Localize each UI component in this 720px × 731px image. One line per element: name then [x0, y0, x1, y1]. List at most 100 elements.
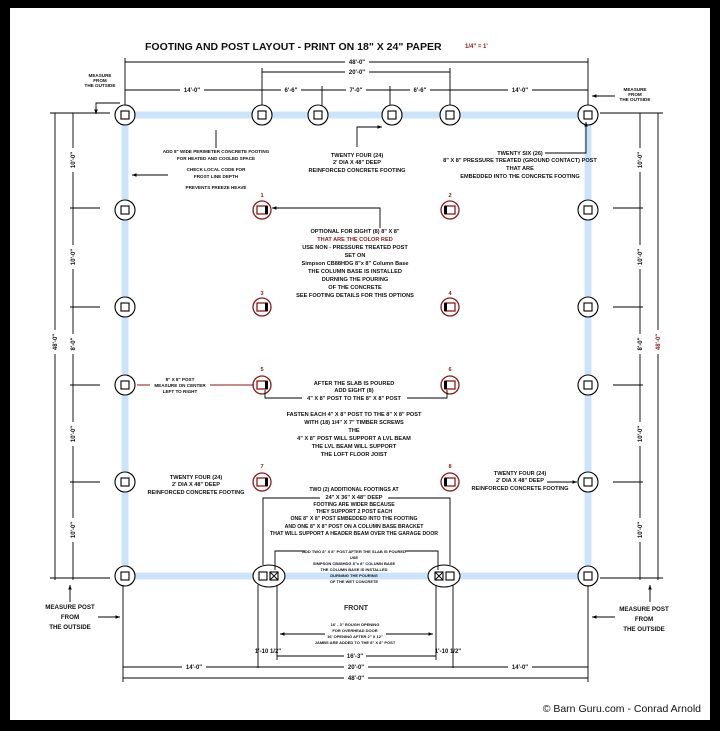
- svg-text:10'-0": 10'-0": [71, 426, 77, 442]
- svg-text:THAT ARE: THAT ARE: [506, 166, 534, 172]
- svg-text:TWENTY FOUR (24): TWENTY FOUR (24): [331, 153, 384, 159]
- post-footing: [577, 374, 599, 396]
- svg-text:FROM: FROM: [61, 614, 79, 621]
- svg-text:16' - 3" ROUGH OPENING: 16' - 3" ROUGH OPENING: [331, 622, 380, 627]
- svg-text:SEE FOOTING DETAILS FOR THIS O: SEE FOOTING DETAILS FOR THIS OPTIONS: [296, 293, 414, 299]
- dim-top-seg: 14'-0": [184, 88, 200, 94]
- svg-text:4" X 8" POST TO THE 8" X 8" PO: 4" X 8" POST TO THE 8" X 8" POST: [307, 396, 401, 402]
- front-label: FRONT: [344, 605, 369, 612]
- add-two-posts-note: ADD TWO 8" X 8" POST AFTER THE SLAB IS P…: [274, 549, 439, 584]
- svg-text:FROM: FROM: [635, 616, 653, 623]
- svg-text:20'-0": 20'-0": [348, 665, 364, 671]
- garage-footing-right: [427, 564, 461, 588]
- dim-right-overall: 48'-0": [656, 334, 662, 350]
- left-dimensions: 48'-0" 10'-0" 10'-0" 8'-0" 10'-0" 10'-0": [50, 112, 110, 580]
- svg-text:2' DIA X 48" DEEP: 2' DIA X 48" DEEP: [172, 482, 220, 488]
- svg-text:6: 6: [448, 367, 451, 373]
- svg-text:16'-3": 16'-3": [347, 654, 363, 660]
- svg-text:8" X 8" POST: 8" X 8" POST: [166, 377, 195, 382]
- svg-text:10'-0": 10'-0": [638, 249, 644, 265]
- svg-text:8'-0": 8'-0": [71, 337, 77, 350]
- svg-text:LEFT TO RIGHT: LEFT TO RIGHT: [163, 389, 198, 394]
- svg-text:10'-0": 10'-0": [638, 426, 644, 442]
- svg-text:REINFORCED CONCRETE FOOTING: REINFORCED CONCRETE FOOTING: [472, 486, 569, 492]
- svg-text:24" X 36" X 48" DEEP: 24" X 36" X 48" DEEP: [325, 495, 382, 501]
- post-footing: [114, 199, 136, 221]
- svg-text:OF THE WET CONCRETE: OF THE WET CONCRETE: [330, 579, 379, 584]
- svg-text:PREVENTS FREEZE HEAVE: PREVENTS FREEZE HEAVE: [186, 185, 247, 190]
- post-footing: [577, 471, 599, 493]
- post-footing: [381, 104, 403, 126]
- svg-text:SET ON: SET ON: [345, 253, 366, 259]
- right-dimensions: 48'-0" 10'-0" 10'-0" 8'-0" 10'-0" 10'-0": [600, 112, 663, 580]
- dim-top-seg: 14'-0": [512, 88, 528, 94]
- svg-text:2' DIA X 48" DEEP: 2' DIA X 48" DEEP: [333, 160, 381, 166]
- perimeter-posts: [114, 104, 599, 588]
- svg-text:TWENTY SIX (26): TWENTY SIX (26): [497, 151, 543, 157]
- svg-text:ONE 8" X 8" POST EMBEDDED INTO: ONE 8" X 8" POST EMBEDDED INTO THE FOOTI…: [290, 516, 417, 522]
- svg-text:10'-0": 10'-0": [638, 152, 644, 168]
- post-footing: [577, 296, 599, 318]
- top-dimensions: 48'-0" 20'-0" 14'-0" 6'-6" 7'-0" 6'-6" 1…: [124, 58, 589, 106]
- svg-text:ADD TWO 8" X 8" POST AFTER THE: ADD TWO 8" X 8" POST AFTER THE SLAB IS P…: [302, 549, 406, 554]
- dim-top-center: 20'-0": [349, 70, 365, 76]
- fasten-note: FASTEN EACH 4" X 8" POST TO THE 8" X 8" …: [287, 412, 422, 458]
- svg-text:TWO (2) ADDITIONAL FOOTINGS AT: TWO (2) ADDITIONAL FOOTINGS AT: [309, 487, 399, 493]
- svg-text:THE OUTSIDE: THE OUTSIDE: [85, 83, 116, 88]
- dim-top-seg: 6'-6": [285, 88, 298, 94]
- post-footing: [577, 104, 599, 126]
- red-post-3: 3: [252, 291, 272, 317]
- measure-center-note: 8" X 8" POST MEASURE ON CENTER LEFT TO R…: [137, 377, 254, 394]
- measure-post-note-left: MEASURE POST FROM THE OUTSIDE: [45, 585, 120, 631]
- svg-text:10'-0": 10'-0": [71, 152, 77, 168]
- bottom-dimensions: 1'-10 1/2" 1'-10 1/2" 16'-3" 14'-0" 20'-…: [122, 585, 589, 682]
- footing-note-left: TWENTY FOUR (24) 2' DIA X 48" DEEP REINF…: [148, 475, 245, 496]
- svg-text:1: 1: [260, 193, 263, 199]
- red-post-5: 5: [252, 367, 272, 395]
- svg-text:JAMBS ARE ADDED TO THE 8" X 8": JAMBS ARE ADDED TO THE 8" X 8" POST: [315, 640, 396, 645]
- svg-text:AND ONE 8" X 8" POST ON A COLU: AND ONE 8" X 8" POST ON A COLUMN BASE BR…: [285, 524, 425, 530]
- svg-text:FROM: FROM: [628, 92, 642, 97]
- red-post-1: 1: [252, 193, 272, 220]
- svg-text:MEASURE ON CENTER: MEASURE ON CENTER: [154, 383, 206, 388]
- svg-text:FOR HEATED AND COOLED SPACE: FOR HEATED AND COOLED SPACE: [177, 156, 255, 161]
- red-post-6: 6: [440, 367, 460, 395]
- svg-text:THAT ARE THE COLOR RED: THAT ARE THE COLOR RED: [317, 237, 393, 243]
- post-footing: [114, 104, 136, 126]
- svg-text:REINFORCED CONCRETE FOOTING: REINFORCED CONCRETE FOOTING: [309, 168, 406, 174]
- svg-text:8'-0": 8'-0": [638, 337, 644, 350]
- rough-opening-note: 16' - 3" ROUGH OPENING FOR OVERHEAD DOOR…: [280, 622, 433, 645]
- svg-text:THE OUTSIDE: THE OUTSIDE: [620, 97, 651, 102]
- svg-text:CHECK LOCAL CODE FOR: CHECK LOCAL CODE FOR: [187, 167, 247, 172]
- svg-text:14'-0": 14'-0": [186, 665, 202, 671]
- garage-footing-left: [252, 564, 286, 588]
- svg-text:5: 5: [260, 367, 263, 373]
- svg-text:THE LVL BEAM WILL SUPPORT: THE LVL BEAM WILL SUPPORT: [312, 444, 397, 450]
- measure-post-note-right: MEASURE POST FROM THE OUTSIDE: [592, 585, 669, 633]
- svg-text:ADD EIGHT (8): ADD EIGHT (8): [334, 388, 373, 394]
- post-footing: [439, 104, 461, 126]
- svg-text:48'-0": 48'-0": [348, 676, 364, 682]
- post-footing: [577, 565, 599, 587]
- svg-text:EMBEDDED INTO THE CONCRETE FOO: EMBEDDED INTO THE CONCRETE FOOTING: [460, 174, 580, 180]
- door-offset-left: 1'-10 1/2": [255, 649, 281, 655]
- svg-text:FOOTING ARE WIDER BECAUSE: FOOTING ARE WIDER BECAUSE: [313, 502, 395, 508]
- svg-text:10'-0": 10'-0": [71, 522, 77, 538]
- footing-note-top: TWENTY FOUR (24) 2' DIA X 48" DEEP REINF…: [309, 125, 406, 174]
- post-note: TWENTY SIX (26) 8" X 8" PRESSURE TREATED…: [443, 122, 597, 180]
- svg-text:TWENTY FOUR (24): TWENTY FOUR (24): [170, 475, 223, 481]
- svg-text:7: 7: [260, 464, 263, 470]
- svg-text:FROST LINE DEPTH: FROST LINE DEPTH: [194, 174, 239, 179]
- red-post-8: 8: [440, 464, 460, 492]
- svg-text:THEY SUPPORT 2 POST EACH: THEY SUPPORT 2 POST EACH: [316, 509, 393, 515]
- svg-text:THE: THE: [348, 428, 359, 434]
- svg-text:2' DIA X 48" DEEP: 2' DIA X 48" DEEP: [496, 478, 544, 484]
- red-post-4: 4: [440, 291, 460, 317]
- svg-text:WITH (18) 1/4" X 7" TIMBER SCR: WITH (18) 1/4" X 7" TIMBER SCREWS: [304, 420, 404, 426]
- post-footing: [577, 199, 599, 221]
- svg-text:14'-0": 14'-0": [512, 665, 528, 671]
- svg-text:THE COLUMN BASE IS INSTALLED: THE COLUMN BASE IS INSTALLED: [320, 567, 387, 572]
- svg-text:TWENTY FOUR (24): TWENTY FOUR (24): [494, 471, 547, 477]
- svg-text:10'-0": 10'-0": [71, 249, 77, 265]
- dim-top-overall: 48'-0": [349, 60, 365, 66]
